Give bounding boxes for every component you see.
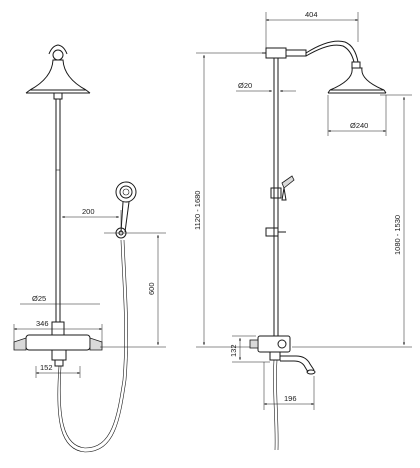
side-riser-pipe bbox=[273, 58, 279, 336]
dim-spout-reach: 196 bbox=[263, 362, 315, 410]
dim-head-height: 1080 - 1530 bbox=[292, 94, 412, 348]
dim-mixer-width-label: 346 bbox=[36, 319, 49, 328]
dim-mixer-depth: 152 bbox=[35, 363, 81, 378]
dim-riser-diameter-label: Ø20 bbox=[238, 81, 252, 90]
dim-mixer-width: 346 bbox=[13, 319, 103, 342]
front-shower-head bbox=[25, 44, 91, 100]
dim-pipe-diameter: Ø25 bbox=[20, 294, 100, 305]
dim-handset-height: 600 bbox=[100, 232, 166, 348]
dim-mixer-depth-label: 152 bbox=[40, 363, 53, 372]
dim-outlet-offset-label: 200 bbox=[82, 207, 95, 216]
dim-handset-height-label: 600 bbox=[147, 282, 156, 295]
dim-spout-height: 132 bbox=[229, 335, 270, 363]
front-hand-shower bbox=[115, 181, 137, 233]
side-mixer bbox=[249, 335, 316, 375]
side-view: 404 Ø20 Ø240 1120 - 1680 1080 - 1530 bbox=[193, 10, 412, 451]
front-view: 200 600 Ø25 346 152 bbox=[13, 44, 166, 453]
dim-head-height-label: 1080 - 1530 bbox=[393, 215, 402, 255]
side-hand-shower bbox=[270, 175, 295, 201]
dim-riser-diameter: Ø20 bbox=[236, 81, 296, 92]
dim-pipe-diameter-label: Ø25 bbox=[32, 294, 46, 303]
side-top-arm bbox=[262, 40, 361, 69]
side-hose bbox=[273, 359, 276, 451]
dim-spout-reach-label: 196 bbox=[284, 394, 297, 403]
dim-total-height: 1120 - 1680 bbox=[193, 52, 262, 348]
front-mixer bbox=[13, 321, 103, 367]
dim-arm-reach: 404 bbox=[265, 10, 359, 48]
front-hose bbox=[57, 239, 129, 453]
dim-head-diameter: Ø240 bbox=[327, 95, 387, 136]
dim-spout-height-label: 132 bbox=[229, 344, 238, 357]
dim-arm-reach-label: 404 bbox=[305, 10, 318, 19]
dim-head-diameter-label: Ø240 bbox=[350, 121, 368, 130]
side-shower-head bbox=[327, 67, 387, 94]
front-riser-pipe bbox=[55, 99, 61, 322]
side-wall-bracket bbox=[265, 227, 286, 237]
dim-outlet-offset: 200 bbox=[62, 207, 122, 228]
dim-total-height-label: 1120 - 1680 bbox=[193, 191, 202, 230]
